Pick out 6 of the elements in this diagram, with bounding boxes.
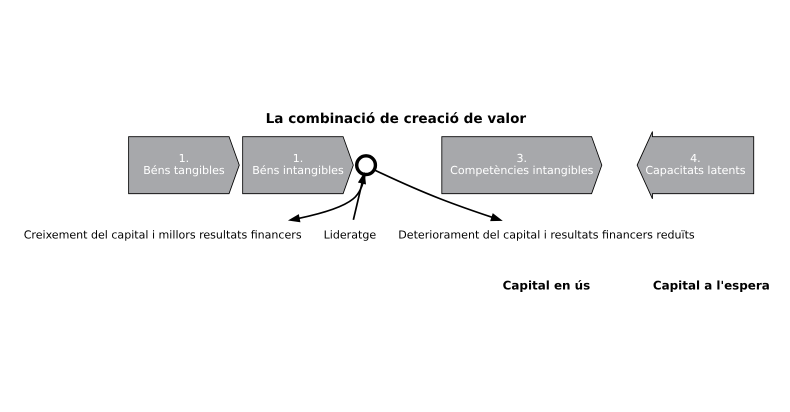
label: Capital a l'espera xyxy=(652,278,770,293)
diagram-title: La combinació de creació de valor xyxy=(266,110,526,127)
node-text: Lideratge xyxy=(324,228,376,242)
label: Capital en ús xyxy=(502,278,590,293)
node-text: Creixement del capital i millors resultats financers xyxy=(24,228,302,242)
node-text: Deteriorament del capital i resultats financers reduïts xyxy=(398,228,695,242)
